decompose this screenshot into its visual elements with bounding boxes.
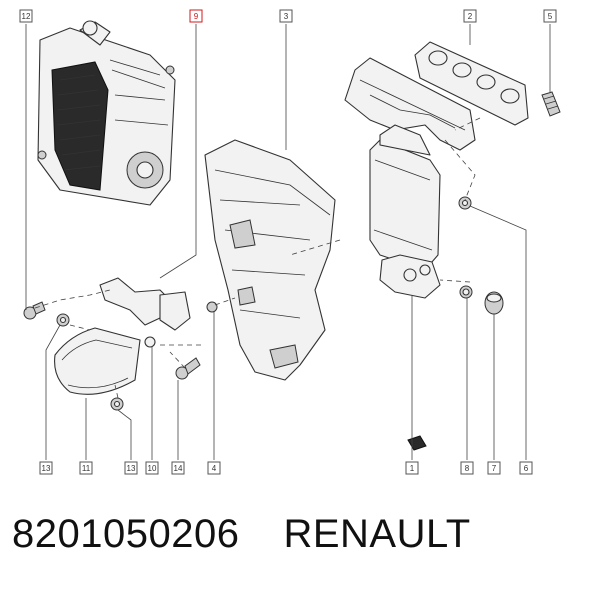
callout-6: 6 bbox=[519, 461, 533, 475]
plug-7 bbox=[484, 291, 504, 315]
callout-label: 4 bbox=[212, 464, 217, 473]
callout-10: 10 bbox=[145, 461, 159, 475]
callout-2: 2 bbox=[463, 9, 477, 23]
callout-label: 13 bbox=[42, 464, 51, 473]
callout-label: 6 bbox=[524, 464, 529, 473]
callout-label: 1 bbox=[410, 464, 415, 473]
callout-label: 9 bbox=[194, 12, 199, 21]
callout-label: 8 bbox=[465, 464, 470, 473]
heat-shield bbox=[204, 139, 336, 381]
bolt-12 bbox=[23, 301, 46, 320]
sensor-plug bbox=[407, 435, 427, 451]
callout-11: 11 bbox=[79, 461, 93, 475]
callout-12: 12 bbox=[19, 9, 33, 23]
callout-14: 14 bbox=[171, 461, 185, 475]
nut-13-upper bbox=[56, 313, 70, 327]
callout-13-left: 13 bbox=[39, 461, 53, 475]
exhaust-manifold-gasket bbox=[414, 41, 529, 126]
callout-label: 5 bbox=[548, 12, 553, 21]
callout-7: 7 bbox=[487, 461, 501, 475]
callout-13-right: 13 bbox=[124, 461, 138, 475]
part-caption: 8201050206 RENAULT bbox=[12, 512, 471, 557]
callout-label: 12 bbox=[22, 12, 31, 21]
callout-label: 7 bbox=[492, 464, 497, 473]
part-number: 8201050206 bbox=[12, 512, 240, 556]
washer-8 bbox=[459, 285, 473, 299]
callout-5: 5 bbox=[543, 9, 557, 23]
callout-label: 2 bbox=[468, 12, 473, 21]
callout-4: 4 bbox=[207, 461, 221, 475]
callout-label: 11 bbox=[82, 464, 91, 473]
callout-label: 10 bbox=[148, 464, 157, 473]
assembly-lines bbox=[34, 117, 481, 399]
nut-13-lower bbox=[110, 397, 124, 411]
stud bbox=[541, 91, 561, 117]
callout-label: 14 bbox=[174, 464, 183, 473]
bolt-14 bbox=[175, 357, 201, 380]
nut-6 bbox=[458, 196, 472, 210]
callout-label: 13 bbox=[127, 464, 136, 473]
exhaust-clamp-strap bbox=[54, 327, 141, 395]
support-bracket bbox=[99, 277, 191, 348]
engine-illustration bbox=[37, 20, 176, 206]
catalytic-converter-manifold bbox=[344, 57, 476, 299]
callout-3: 3 bbox=[279, 9, 293, 23]
exploded-parts-diagram: 12 9 3 2 5 13 11 13 10 14 4 1 bbox=[19, 9, 561, 475]
callout-8: 8 bbox=[460, 461, 474, 475]
callout-1: 1 bbox=[405, 461, 419, 475]
callout-label: 3 bbox=[284, 12, 289, 21]
leader-lines bbox=[25, 24, 551, 460]
nut-4 bbox=[206, 301, 218, 313]
callout-9: 9 bbox=[189, 9, 203, 23]
brand-name: RENAULT bbox=[283, 512, 471, 556]
